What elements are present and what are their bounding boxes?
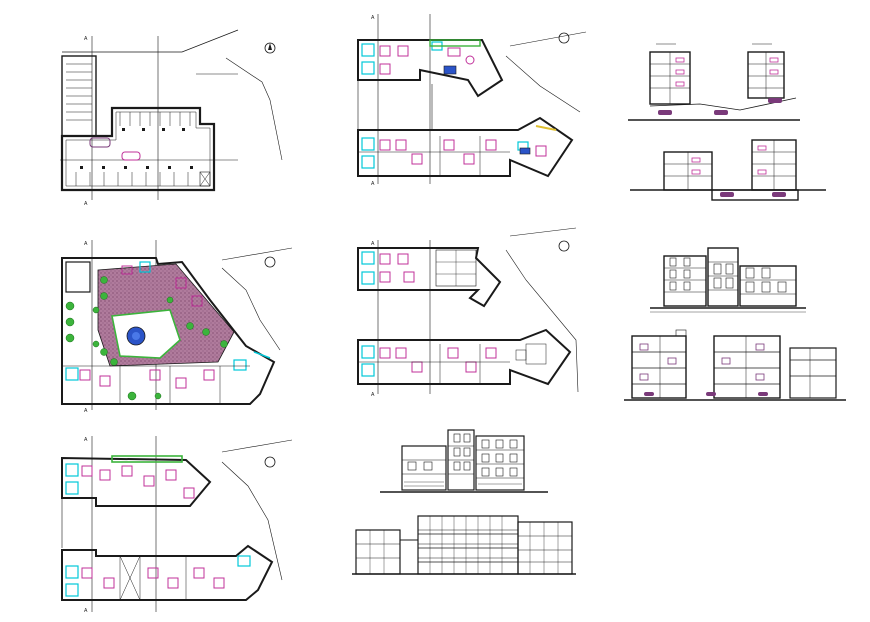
section-a: [628, 43, 800, 121]
basement-parking-plan: A A: [60, 29, 283, 207]
grid-marker: A: [84, 408, 88, 414]
ground-floor-plan: A A: [357, 14, 587, 187]
typical-floor-plan: A A: [61, 436, 293, 614]
second-floor-plan: A A: [357, 227, 579, 398]
side-section: [624, 329, 846, 401]
grid-marker: A: [371, 181, 375, 187]
first-floor-plan: A A: [61, 240, 293, 414]
front-elevation-small: [380, 429, 548, 493]
grid-marker: A: [84, 608, 88, 614]
grid-marker: A: [84, 36, 88, 42]
long-elevation: [352, 515, 576, 575]
grid-marker: A: [371, 15, 375, 21]
grid-marker: A: [84, 437, 88, 443]
front-elevation: [650, 247, 806, 313]
grid-marker: A: [84, 201, 88, 207]
grid-marker: A: [371, 241, 375, 247]
grid-marker: A: [371, 392, 375, 398]
grid-marker: A: [84, 241, 88, 247]
section-b: [630, 139, 826, 201]
